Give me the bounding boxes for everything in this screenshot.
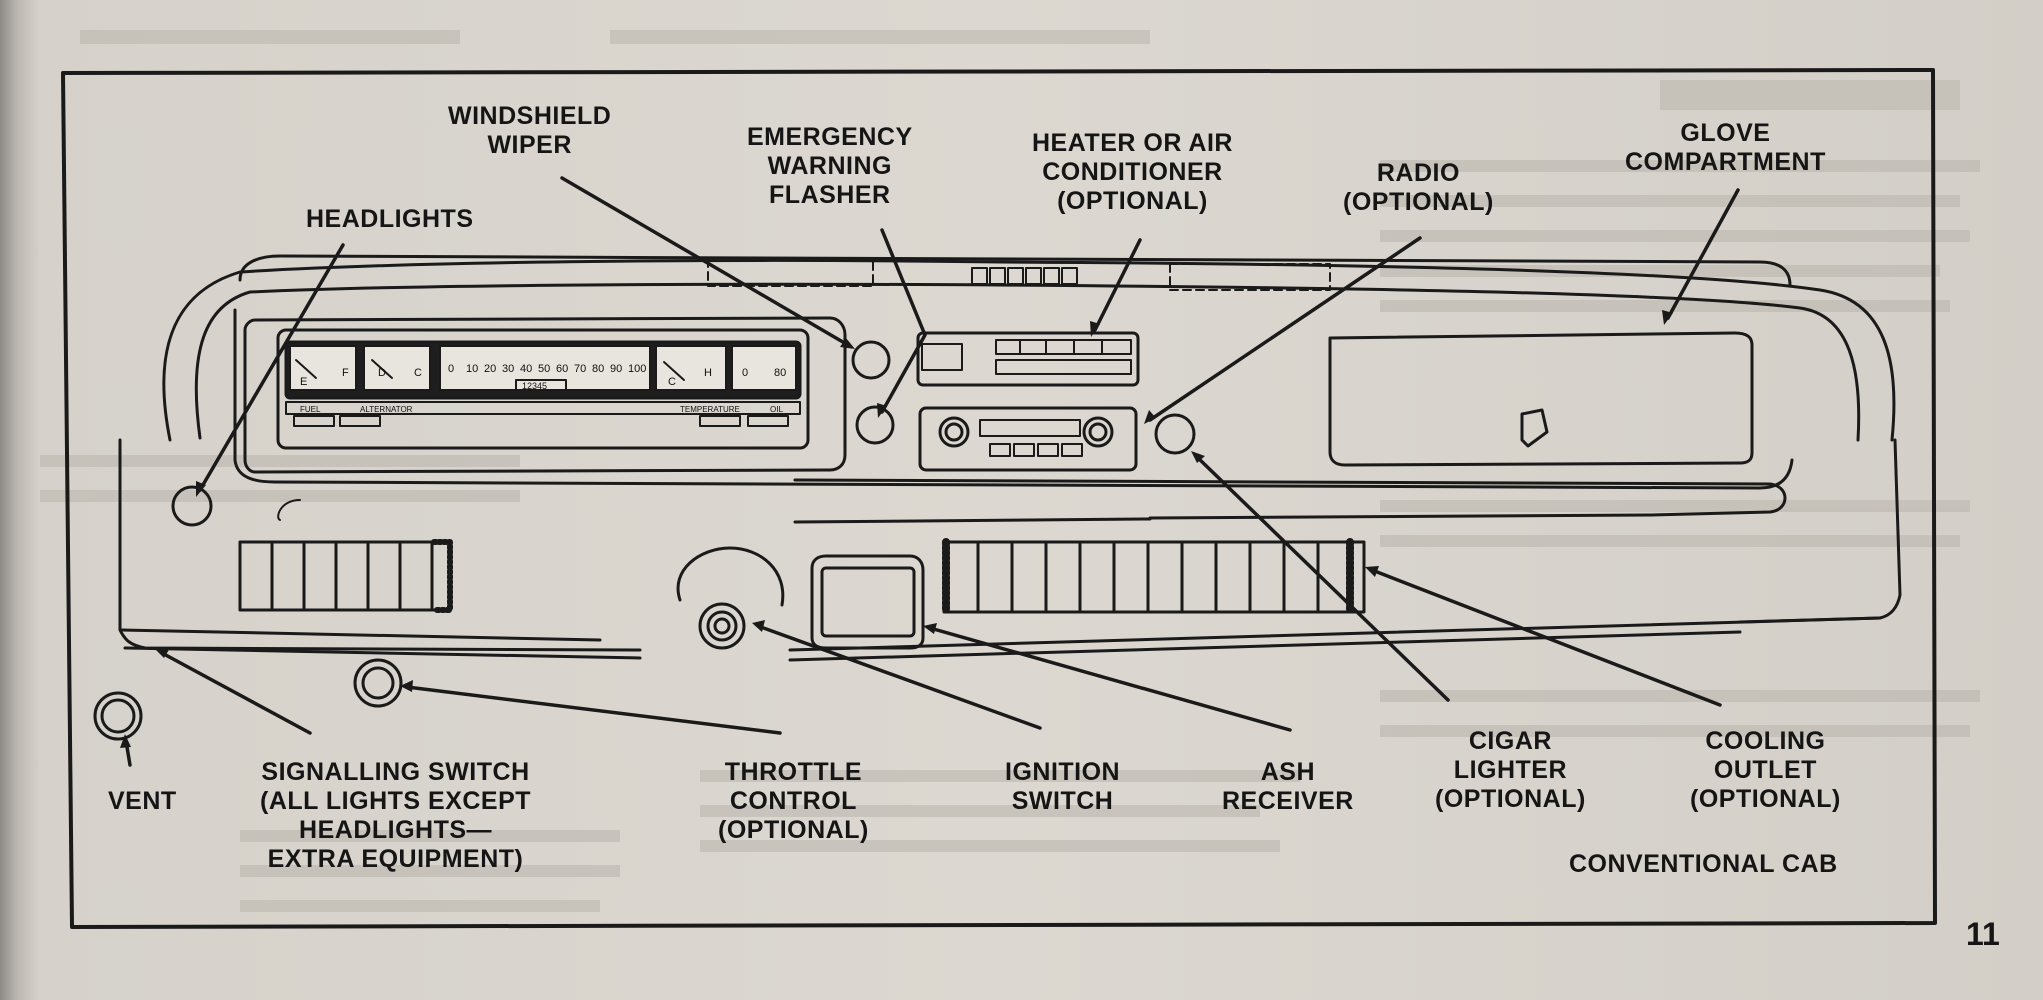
oil-mark-0: 0	[742, 367, 748, 379]
headlights-label: HEADLIGHTS	[306, 205, 474, 234]
odometer: 12345	[522, 381, 547, 391]
label-line: RADIO	[1376, 159, 1460, 187]
windshield-wiper-knob	[851, 340, 891, 380]
label-line: (OPTIONAL)	[1435, 785, 1586, 813]
vent-knob	[93, 691, 143, 741]
alternator-label: ALTERNATOR	[360, 405, 413, 414]
heater-label: HEATER OR AIR CONDITIONER (OPTIONAL)	[1032, 129, 1233, 216]
label-line: WINDSHIELD	[448, 102, 612, 130]
label-line: SWITCH	[1011, 787, 1114, 815]
temp-mark-h: H	[704, 367, 712, 379]
label-line: SIGNALLING SWITCH	[261, 758, 530, 786]
label-line: COOLING	[1705, 727, 1826, 755]
alternator-mark-d: D	[378, 367, 386, 379]
label-line: (OPTIONAL)	[1057, 187, 1208, 215]
label-line: IGNITION	[1005, 758, 1121, 786]
speed-tick-10: 10	[466, 363, 478, 375]
label-line: (OPTIONAL)	[718, 816, 869, 844]
cooling-outlet-grille	[942, 538, 1366, 616]
speed-tick-100: 100	[628, 363, 646, 375]
throttle-control-label: THROTTLE CONTROL (OPTIONAL)	[718, 758, 869, 845]
label-line: EXTRA EQUIPMENT)	[267, 845, 524, 873]
label-line: WARNING	[767, 152, 892, 180]
instrument-cluster	[243, 316, 847, 474]
figure-frame	[61, 68, 1937, 929]
label-line: CONTROL	[729, 787, 857, 815]
leader-lines	[124, 176, 1740, 767]
cooling-outlet-label: COOLING OUTLET (OPTIONAL)	[1690, 727, 1841, 814]
radio-label: RADIO (OPTIONAL)	[1343, 159, 1494, 217]
ignition-switch-label: IGNITION SWITCH	[1005, 758, 1120, 816]
radio-unit	[918, 406, 1138, 472]
signalling-switch-knob	[353, 658, 403, 708]
arrowheads	[120, 310, 1673, 748]
gauge-text: E F D C C H 0 80 0 10 20 30 40 50 60 70 …	[300, 363, 786, 414]
label-line: EMERGENCY	[747, 123, 913, 151]
label-line: THROTTLE	[724, 758, 863, 786]
label-line: VENT	[108, 787, 177, 815]
cigar-lighter-label: CIGAR LIGHTER (OPTIONAL)	[1435, 727, 1586, 814]
speed-tick-0: 0	[448, 363, 454, 375]
temperature-label: TEMPERATURE	[680, 405, 740, 414]
vent-label: VENT	[108, 787, 177, 816]
ignition-switch	[698, 602, 746, 650]
emergency-flasher-label: EMERGENCY WARNING FLASHER	[747, 123, 913, 210]
headlights-knob	[171, 485, 213, 527]
alternator-mark-c: C	[414, 367, 422, 379]
label-line: CONVENTIONAL CAB	[1569, 850, 1838, 878]
label-line: HEADLIGHTS—	[299, 816, 493, 844]
speed-tick-90: 90	[610, 363, 622, 375]
fuel-mark-f: F	[342, 367, 349, 379]
dashboard-outline	[118, 254, 1902, 662]
windshield-wiper-label: WINDSHIELD WIPER	[448, 102, 611, 160]
label-line: FLASHER	[769, 181, 891, 209]
label-line: LIGHTER	[1453, 756, 1568, 784]
speed-tick-40: 40	[520, 363, 532, 375]
label-line: (ALL LIGHTS EXCEPT	[260, 787, 532, 815]
fuel-label: FUEL	[300, 405, 321, 414]
oil-label: OIL	[770, 405, 783, 414]
label-line: HEADLIGHTS	[306, 205, 474, 233]
cigar-lighter-knob	[1154, 413, 1196, 455]
speed-tick-30: 30	[502, 363, 514, 375]
emergency-flasher-knob	[855, 405, 895, 445]
speed-tick-60: 60	[556, 363, 568, 375]
label-line: GLOVE	[1680, 119, 1771, 147]
glove-compartment-label: GLOVE COMPARTMENT	[1625, 119, 1826, 177]
label-line: WIPER	[487, 131, 572, 159]
ash-receiver-label: ASH RECEIVER	[1222, 758, 1354, 816]
page-number: 11	[1966, 916, 2000, 952]
conventional-cab-caption: CONVENTIONAL CAB	[1569, 850, 1838, 879]
label-line: CONDITIONER	[1042, 158, 1223, 186]
speed-tick-20: 20	[484, 363, 496, 375]
defroster-vents	[707, 257, 1331, 291]
oil-mark-80: 80	[774, 367, 786, 379]
temp-mark-c: C	[668, 376, 676, 388]
label-line: HEATER OR AIR	[1032, 129, 1233, 157]
speed-tick-80: 80	[592, 363, 604, 375]
label-line: CIGAR	[1468, 727, 1552, 755]
signalling-switch-label: SIGNALLING SWITCH (ALL LIGHTS EXCEPT HEA…	[260, 758, 531, 874]
left-vent-grille	[238, 539, 453, 613]
heater-control-panel	[916, 331, 1140, 387]
label-line: OUTLET	[1713, 756, 1817, 784]
label-line: (OPTIONAL)	[1690, 785, 1841, 813]
speed-tick-70: 70	[574, 363, 586, 375]
speed-tick-50: 50	[538, 363, 550, 375]
glove-compartment-door	[1328, 331, 1754, 467]
label-line: (OPTIONAL)	[1343, 188, 1494, 216]
label-line: COMPARTMENT	[1625, 148, 1826, 176]
fuel-mark-e: E	[300, 376, 307, 388]
label-line: ASH	[1260, 758, 1316, 786]
label-line: RECEIVER	[1222, 787, 1354, 815]
ash-receiver	[810, 554, 925, 650]
